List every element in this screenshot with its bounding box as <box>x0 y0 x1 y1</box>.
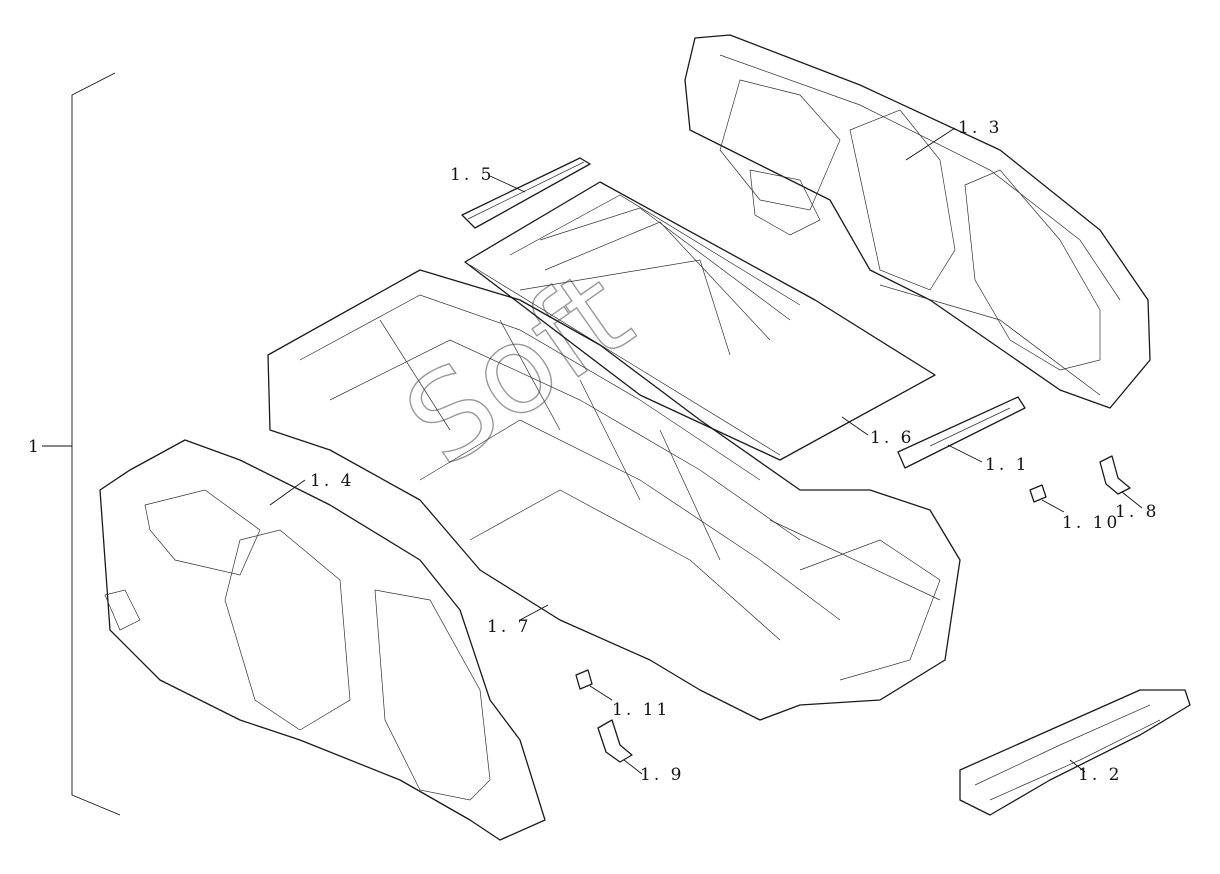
callout-1-5: 1. 5 <box>450 165 494 185</box>
callout-1-2: 1. 2 <box>1078 765 1122 785</box>
part-1-2-cross-member <box>959 689 1191 816</box>
callout-1-1: 1. 1 <box>985 455 1029 475</box>
callout-1-3: 1. 3 <box>958 118 1002 138</box>
callout-1-11: 1. 11 <box>612 700 670 720</box>
callout-1: 1 <box>28 437 42 457</box>
callout-1-9: 1. 9 <box>640 765 684 785</box>
part-1-6-roof-panel <box>464 181 936 461</box>
callout-1-10: 1. 10 <box>1062 513 1120 533</box>
callout-1-6: 1. 6 <box>870 428 914 448</box>
part-1-9-bracket <box>597 719 633 763</box>
part-1-5-rail <box>461 157 591 229</box>
part-1-1-cross-rail <box>897 396 1026 469</box>
part-1-11-bracket <box>575 669 593 690</box>
part-1-4-side-panel <box>99 439 546 841</box>
part-1-10-bracket <box>1029 484 1047 503</box>
watermark: Soft <box>382 244 656 494</box>
part-1-7-underbody <box>267 269 961 721</box>
callout-1-8: 1. 8 <box>1115 502 1159 522</box>
part-1-8-bracket <box>1099 455 1131 495</box>
part-1-3-side-panel <box>684 34 1151 409</box>
callout-1-4: 1. 4 <box>310 471 354 491</box>
callout-1-7: 1. 7 <box>487 617 531 637</box>
assembly-bracket <box>42 72 121 816</box>
